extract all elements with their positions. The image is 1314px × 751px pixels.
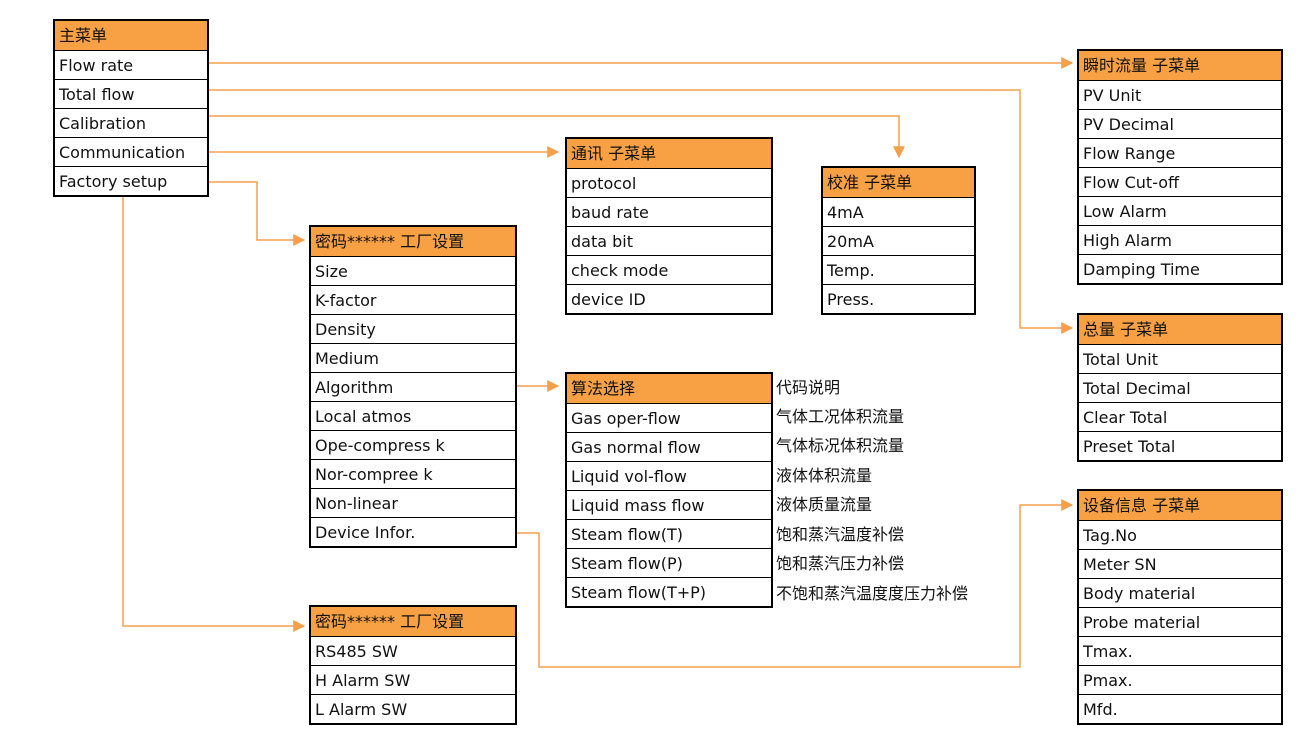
calib-item-20ma[interactable]: 20mA — [823, 226, 974, 255]
main-menu-item-total-flow[interactable]: Total flow — [55, 79, 207, 108]
factory-item-size[interactable]: Size — [311, 256, 515, 285]
comm-submenu-title: 通讯 子菜单 — [567, 139, 771, 168]
total-item-preset[interactable]: Preset Total — [1079, 431, 1281, 460]
device-item-mfd[interactable]: Mfd. — [1079, 694, 1281, 723]
comm-item-baud-rate[interactable]: baud rate — [567, 197, 771, 226]
factory-item-k-factor[interactable]: K-factor — [311, 285, 515, 314]
calib-submenu: 校准 子菜单 4mA 20mA Temp. Press. — [821, 166, 976, 315]
flowrate-submenu-title: 瞬时流量 子菜单 — [1079, 51, 1281, 80]
comm-submenu: 通讯 子菜单 protocol baud rate data bit check… — [565, 137, 773, 315]
device-submenu: 设备信息 子菜单 Tag.No Meter SN Body material P… — [1077, 489, 1283, 725]
flowrate-item-low-alarm[interactable]: Low Alarm — [1079, 196, 1281, 225]
factory-submenu: 密码****** 工厂设置 Size K-factor Density Medi… — [309, 225, 517, 548]
algorithm-item-steam-t[interactable]: Steam flow(T) — [567, 519, 771, 548]
main-menu-title: 主菜单 — [55, 21, 207, 50]
algorithm-note: 气体标况体积流量 — [776, 436, 905, 455]
arrow-deviceinfo — [515, 499, 1074, 668]
algorithm-submenu: 算法选择 Gas oper-flow Gas normal flow Liqui… — [565, 372, 773, 608]
factory-submenu-2: 密码****** 工厂设置 RS485 SW H Alarm SW L Alar… — [309, 605, 517, 725]
comm-item-data-bit[interactable]: data bit — [567, 226, 771, 255]
device-submenu-title: 设备信息 子菜单 — [1079, 491, 1281, 520]
flowrate-item-flow-cutoff[interactable]: Flow Cut-off — [1079, 167, 1281, 196]
factory2-submenu-title: 密码****** 工厂设置 — [311, 607, 515, 636]
algorithm-item-gas-normal[interactable]: Gas normal flow — [567, 432, 771, 461]
total-submenu-title: 总量 子菜单 — [1079, 315, 1281, 344]
calib-item-temp[interactable]: Temp. — [823, 255, 974, 284]
main-menu-item-calibration[interactable]: Calibration — [55, 108, 207, 137]
arrow-factory2 — [122, 197, 306, 632]
factory-item-ope-compress[interactable]: Ope-compress k — [311, 430, 515, 459]
factory-item-medium[interactable]: Medium — [311, 343, 515, 372]
comm-item-check-mode[interactable]: check mode — [567, 255, 771, 284]
comm-item-device-id[interactable]: device ID — [567, 284, 771, 313]
device-item-probe-material[interactable]: Probe material — [1079, 607, 1281, 636]
main-menu-item-flow-rate[interactable]: Flow rate — [55, 50, 207, 79]
flowrate-item-damping-time[interactable]: Damping Time — [1079, 254, 1281, 283]
total-submenu: 总量 子菜单 Total Unit Total Decimal Clear To… — [1077, 313, 1283, 462]
arrow-calibration — [207, 115, 905, 159]
main-menu-item-factory-setup[interactable]: Factory setup — [55, 166, 207, 195]
algorithm-item-steam-tp[interactable]: Steam flow(T+P) — [567, 577, 771, 606]
flowrate-submenu: 瞬时流量 子菜单 PV Unit PV Decimal Flow Range F… — [1077, 49, 1283, 285]
algorithm-note: 饱和蒸汽温度补偿 — [776, 525, 905, 544]
factory-item-device-infor[interactable]: Device Infor. — [311, 517, 515, 546]
device-item-tmax[interactable]: Tmax. — [1079, 636, 1281, 665]
calib-submenu-title: 校准 子菜单 — [823, 168, 974, 197]
main-menu: 主菜单 Flow rate Total flow Calibration Com… — [53, 19, 209, 197]
factory-item-local-atmos[interactable]: Local atmos — [311, 401, 515, 430]
algorithm-note: 不饱和蒸汽温度度压力补偿 — [776, 584, 969, 603]
factory-item-nor-compree[interactable]: Nor-compree k — [311, 459, 515, 488]
device-item-pmax[interactable]: Pmax. — [1079, 665, 1281, 694]
algorithm-submenu-title: 算法选择 — [567, 374, 771, 403]
flowrate-item-high-alarm[interactable]: High Alarm — [1079, 225, 1281, 254]
factory-submenu-title: 密码****** 工厂设置 — [311, 227, 515, 256]
flowrate-item-pv-unit[interactable]: PV Unit — [1079, 80, 1281, 109]
device-item-body-material[interactable]: Body material — [1079, 578, 1281, 607]
main-menu-item-communication[interactable]: Communication — [55, 137, 207, 166]
calib-item-press[interactable]: Press. — [823, 284, 974, 313]
flowrate-item-pv-decimal[interactable]: PV Decimal — [1079, 109, 1281, 138]
algorithm-item-steam-p[interactable]: Steam flow(P) — [567, 548, 771, 577]
calib-item-4ma[interactable]: 4mA — [823, 197, 974, 226]
algorithm-notes-title: 代码说明 — [776, 378, 841, 397]
algorithm-item-gas-oper[interactable]: Gas oper-flow — [567, 403, 771, 432]
algorithm-note: 液体质量流量 — [776, 495, 873, 514]
factory-item-density[interactable]: Density — [311, 314, 515, 343]
device-item-meter-sn[interactable]: Meter SN — [1079, 549, 1281, 578]
factory2-item-l-alarm[interactable]: L Alarm SW — [311, 694, 515, 723]
flowrate-item-flow-range[interactable]: Flow Range — [1079, 138, 1281, 167]
total-item-clear[interactable]: Clear Total — [1079, 402, 1281, 431]
algorithm-note: 饱和蒸汽压力补偿 — [776, 554, 905, 573]
total-item-decimal[interactable]: Total Decimal — [1079, 373, 1281, 402]
total-item-unit[interactable]: Total Unit — [1079, 344, 1281, 373]
algorithm-note: 气体工况体积流量 — [776, 407, 905, 426]
algorithm-item-liquid-mass[interactable]: Liquid mass flow — [567, 490, 771, 519]
arrow-factory — [207, 181, 306, 246]
factory-item-algorithm[interactable]: Algorithm — [311, 372, 515, 401]
comm-item-protocol[interactable]: protocol — [567, 168, 771, 197]
arrow-totalflow — [207, 89, 1074, 334]
device-item-tag-no[interactable]: Tag.No — [1079, 520, 1281, 549]
algorithm-item-liquid-vol[interactable]: Liquid vol-flow — [567, 461, 771, 490]
factory2-item-h-alarm[interactable]: H Alarm SW — [311, 665, 515, 694]
algorithm-note: 液体体积流量 — [776, 466, 873, 485]
factory2-item-rs485[interactable]: RS485 SW — [311, 636, 515, 665]
factory-item-non-linear[interactable]: Non-linear — [311, 488, 515, 517]
